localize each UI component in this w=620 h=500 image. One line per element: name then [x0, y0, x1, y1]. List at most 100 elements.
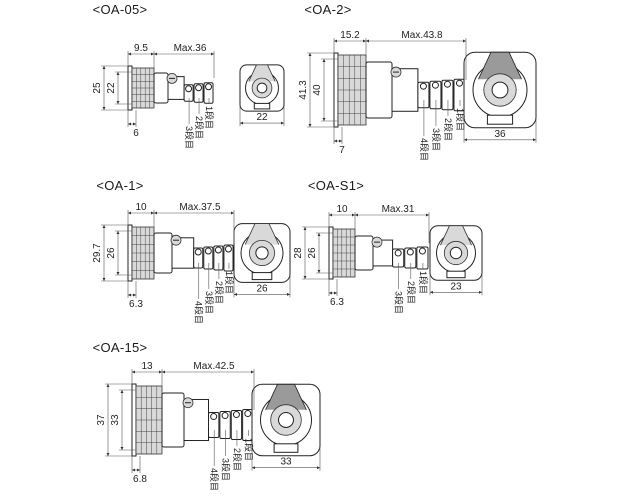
dim-label-inner-height: 40 — [312, 84, 323, 96]
dim-label-max: Max.36 — [174, 43, 207, 54]
end-view-oa-05 — [239, 64, 285, 112]
flange-plate — [131, 383, 137, 457]
stage-label-0: 4段目 — [419, 138, 430, 161]
stage-label-0: 3段目 — [184, 126, 195, 149]
terminal-tab — [193, 247, 204, 269]
section-title-oa-2: <OA-2> — [304, 2, 351, 17]
bottom-lug — [253, 102, 271, 110]
dim-label-d1: 9.5 — [134, 43, 148, 54]
terminal-hole — [406, 248, 414, 256]
stage-label-2: 1段目 — [418, 271, 429, 294]
section-title-oa-s1: <OA-S1> — [308, 178, 364, 193]
dim-label-outer-height: 37 — [96, 414, 107, 426]
flange-plate — [333, 52, 339, 128]
dim-label-front-width: 6 — [133, 128, 139, 139]
dim-label-max: Max.42.5 — [193, 361, 235, 372]
dim-label-end-width: 23 — [450, 281, 462, 292]
terminal-tab — [417, 81, 430, 109]
center-hole — [278, 412, 294, 428]
terminal-tab — [230, 410, 243, 440]
top-clip — [478, 51, 522, 80]
flange-plate — [328, 226, 334, 280]
terminal-hole — [431, 81, 439, 89]
terminal-hole — [455, 79, 463, 87]
dim-label-end-width: 22 — [256, 112, 268, 123]
dim-label-max: Max.43.8 — [401, 30, 443, 41]
dim-label-inner-height: 33 — [110, 414, 121, 426]
dim-label-max: Max.31 — [382, 204, 415, 215]
stage-label-3: 1段目 — [243, 438, 254, 461]
dim-label-inner-height: 22 — [106, 82, 117, 94]
end-view-oa-s1 — [429, 225, 483, 281]
dim-label-inner-height: 26 — [106, 247, 117, 259]
terminal-hole — [232, 411, 240, 419]
stage-label-1: 2段目 — [406, 281, 417, 304]
dim-label-outer-height: 28 — [293, 247, 304, 259]
terminal-tab — [208, 412, 220, 438]
terminal-hole — [419, 82, 427, 90]
center-hole — [491, 81, 509, 99]
stage-label-3: 1段目 — [455, 108, 466, 131]
dim-label-front-width: 6.3 — [330, 297, 344, 308]
terminal-hole — [195, 84, 203, 92]
terminal-hole — [224, 245, 232, 253]
terminal-tab — [219, 411, 231, 439]
stage-label-1: 3段目 — [431, 128, 442, 151]
side-view-oa-s1 — [328, 226, 429, 280]
side-view-oa-05 — [127, 65, 214, 111]
terminal-hole — [394, 249, 402, 257]
terminal-block — [391, 68, 419, 112]
side-view-oa-2 — [333, 52, 466, 128]
bottom-lug — [251, 272, 273, 281]
stage-label-3: 1段目 — [224, 271, 235, 294]
center-hole — [449, 246, 463, 260]
end-view-oa-1 — [233, 223, 291, 283]
dim-label-d1: 13 — [141, 361, 153, 372]
top-clip — [248, 64, 276, 82]
connector-body — [153, 72, 169, 104]
dim-label-front-width: 6.8 — [133, 474, 147, 485]
dim-label-max: Max.37.5 — [179, 202, 221, 213]
terminal-hole — [244, 410, 252, 418]
center-hole — [256, 82, 268, 94]
top-clip — [440, 225, 472, 246]
terminal-tab — [404, 247, 417, 269]
terminal-tab — [453, 78, 466, 112]
bottom-lug — [273, 443, 299, 453]
terminal-tab — [242, 409, 254, 441]
terminal-tab — [392, 248, 405, 268]
terminal-tab — [193, 83, 204, 103]
side-view-oa-15 — [131, 383, 254, 457]
dim-label-end-width: 33 — [280, 457, 292, 468]
end-view-oa-2 — [463, 51, 537, 129]
terminal-hole — [443, 80, 451, 88]
bottom-lug — [486, 114, 514, 125]
terminal-hole — [221, 412, 229, 420]
section-title-oa-15: <OA-15> — [93, 340, 148, 355]
terminal-hole — [210, 413, 218, 421]
dim-label-end-width: 36 — [494, 129, 506, 140]
flange-plate — [127, 65, 133, 111]
stage-label-1: 3段目 — [204, 291, 215, 314]
bottom-lug — [446, 270, 466, 279]
dim-label-front-width: 6.3 — [129, 299, 143, 310]
connector-body — [354, 235, 374, 271]
dim-label-outer-height: 25 — [92, 82, 103, 94]
side-view-oa-1 — [127, 224, 234, 282]
stage-label-1: 2段目 — [194, 116, 205, 139]
terminal-hole — [194, 248, 202, 256]
terminal-hole — [418, 247, 426, 255]
end-view-oa-15 — [251, 383, 321, 457]
section-title-oa-05: <OA-05> — [93, 2, 148, 17]
dim-label-front-width: 7 — [339, 145, 345, 156]
stage-label-2: 2段目 — [443, 118, 454, 141]
dim-label-end-width: 26 — [256, 283, 268, 294]
connector-body — [161, 392, 185, 448]
terminal-tab — [203, 82, 214, 104]
dim-label-d1: 15.2 — [340, 30, 360, 41]
connector-body — [365, 61, 393, 119]
dim-label-outer-height: 41.3 — [298, 80, 309, 100]
stage-label-0: 4段目 — [209, 468, 220, 491]
stage-label-2: 2段目 — [232, 448, 243, 471]
dim-label-inner-height: 26 — [307, 247, 318, 259]
